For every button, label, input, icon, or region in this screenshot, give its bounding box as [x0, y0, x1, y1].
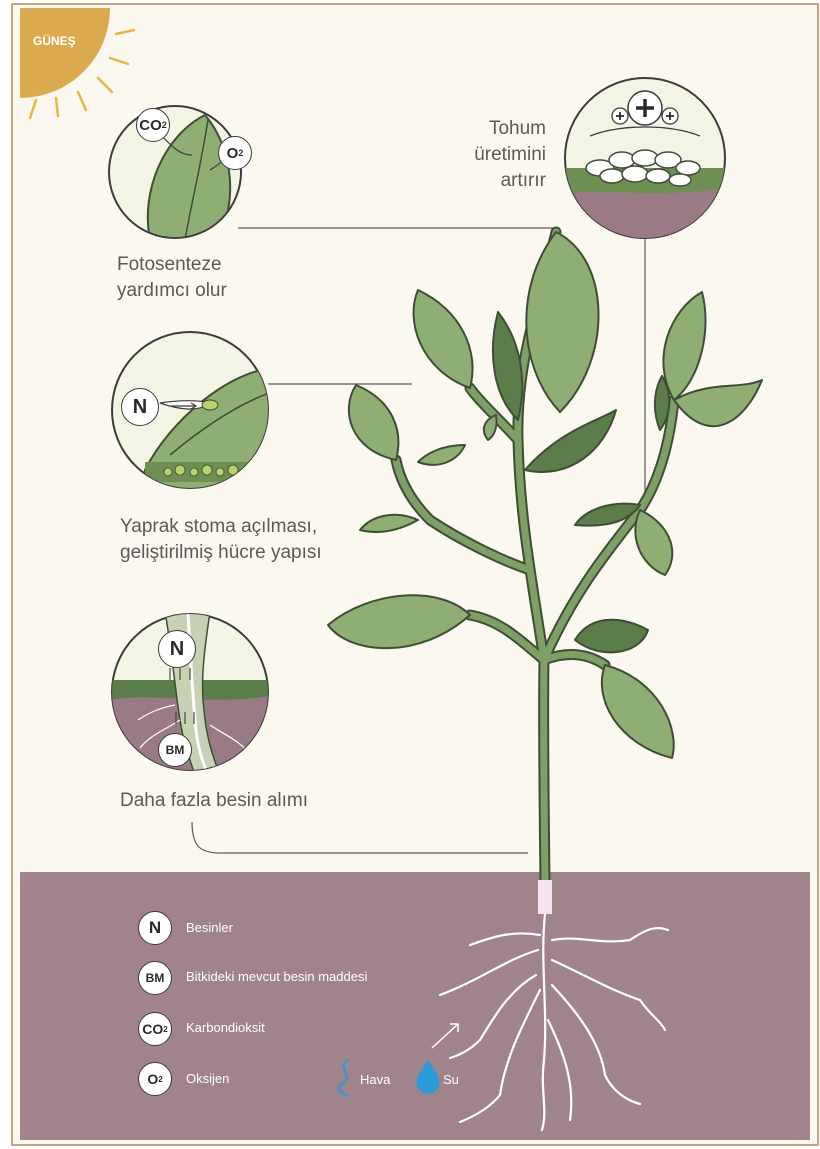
- o2-badge-subscript: 2: [238, 148, 243, 158]
- nitrogen-badge-root: N: [158, 630, 196, 668]
- stoma-label-line2: geliştirilmiş hücre yapısı: [120, 540, 322, 566]
- seed-label-line2: üretimini: [430, 142, 546, 168]
- co2-badge-subscript: 2: [162, 120, 167, 130]
- legend-badge-o2-subscript: 2: [158, 1075, 162, 1084]
- photosynthesis-circle: [109, 106, 241, 240]
- legend-badge-co2: CO2: [138, 1012, 172, 1046]
- legend-text-o2: Oksijen: [186, 1071, 229, 1086]
- legend-badge-co2-subscript: 2: [163, 1025, 167, 1034]
- bm-badge-root: BM: [158, 733, 192, 767]
- legend-badge-o2: O2: [138, 1062, 172, 1096]
- legend-badge-nutrients: N: [138, 911, 172, 945]
- stoma-label-line1: Yaprak stoma açılması,: [120, 514, 322, 540]
- seed-label-line1: Tohum: [430, 116, 546, 142]
- stoma-label: Yaprak stoma açılması, geliştirilmiş hüc…: [120, 514, 322, 566]
- nitrogen-badge-stoma: N: [121, 388, 159, 426]
- sun-label: GÜNEŞ: [33, 34, 76, 48]
- legend-badge-co2-text: CO: [142, 1021, 163, 1037]
- legend-text-bm: Bitkideki mevcut besin maddesi: [186, 969, 367, 984]
- o2-badge: O2: [218, 136, 252, 170]
- legend-text-co2: Karbondioksit: [186, 1020, 265, 1035]
- legend-badge-o2-text: O: [147, 1071, 158, 1087]
- co2-badge: CO2: [136, 108, 170, 142]
- photosynthesis-label: Fotosenteze yardımcı olur: [117, 252, 227, 304]
- nutrient-label: Daha fazla besin alımı: [120, 788, 308, 814]
- legend-badge-bm: BM: [138, 961, 172, 995]
- nitrogen-badge-text: N: [133, 396, 147, 419]
- photosynthesis-label-line1: Fotosenteze: [117, 252, 227, 278]
- photosynthesis-label-line2: yardımcı olur: [117, 278, 227, 304]
- co2-badge-text: CO: [139, 117, 162, 134]
- legend-text-air: Hava: [360, 1072, 390, 1087]
- legend-text-water: Su: [443, 1072, 459, 1087]
- nutrient-label-line1: Daha fazla besin alımı: [120, 788, 308, 814]
- seed-label: Tohum üretimini artırır: [430, 116, 546, 194]
- legend-badge-bm-text: BM: [146, 971, 165, 985]
- legend-text-nutrients: Besinler: [186, 920, 233, 935]
- soil: [20, 872, 810, 1140]
- nitrogen-badge-root-text: N: [170, 638, 184, 661]
- o2-badge-text: O: [227, 145, 239, 162]
- seed-label-line3: artırır: [430, 168, 546, 194]
- legend-badge-nutrients-text: N: [149, 918, 161, 938]
- bm-badge-root-text: BM: [166, 743, 185, 757]
